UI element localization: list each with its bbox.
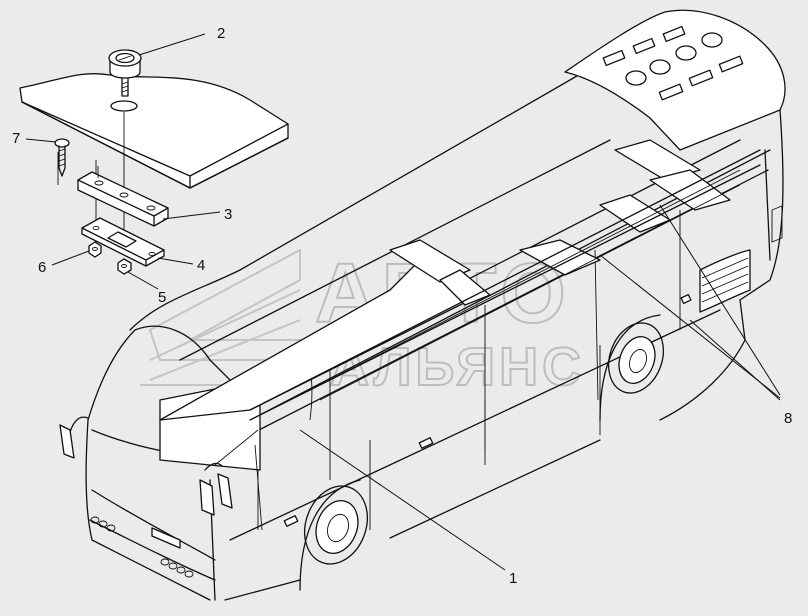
callout-4: 4 [197, 257, 205, 274]
callout-5: 5 [158, 289, 166, 306]
panel-hole [110, 100, 138, 112]
screw-part-7 [54, 138, 70, 177]
rear-wheel [599, 314, 665, 421]
callout-6: 6 [38, 259, 46, 276]
side-mirror-left [59, 416, 89, 459]
front-badge [151, 527, 181, 549]
nut-part-5 [117, 258, 132, 275]
roof-panel-assembly [19, 49, 289, 275]
callout-3: 3 [224, 206, 232, 223]
front-wheel [299, 479, 368, 591]
leader-lines [25, 33, 781, 571]
bracket-part-3 [77, 166, 169, 227]
rear-roof-dome [564, 9, 786, 151]
interior-luggage-racks-part-8 [159, 139, 761, 421]
side-mirror-right [199, 462, 233, 516]
bus-body [59, 9, 786, 601]
plate-part-4 [81, 217, 165, 267]
callout-7: 7 [12, 130, 20, 147]
rear-engine-grille [699, 249, 751, 313]
callout-1: 1 [509, 570, 517, 587]
callout-8: 8 [784, 410, 792, 427]
roof-ac-unit [602, 25, 744, 101]
headlights [90, 516, 194, 578]
nut-part-6 [88, 241, 102, 258]
rotary-latch-part-2 [108, 49, 142, 97]
callout-2: 2 [217, 25, 225, 42]
